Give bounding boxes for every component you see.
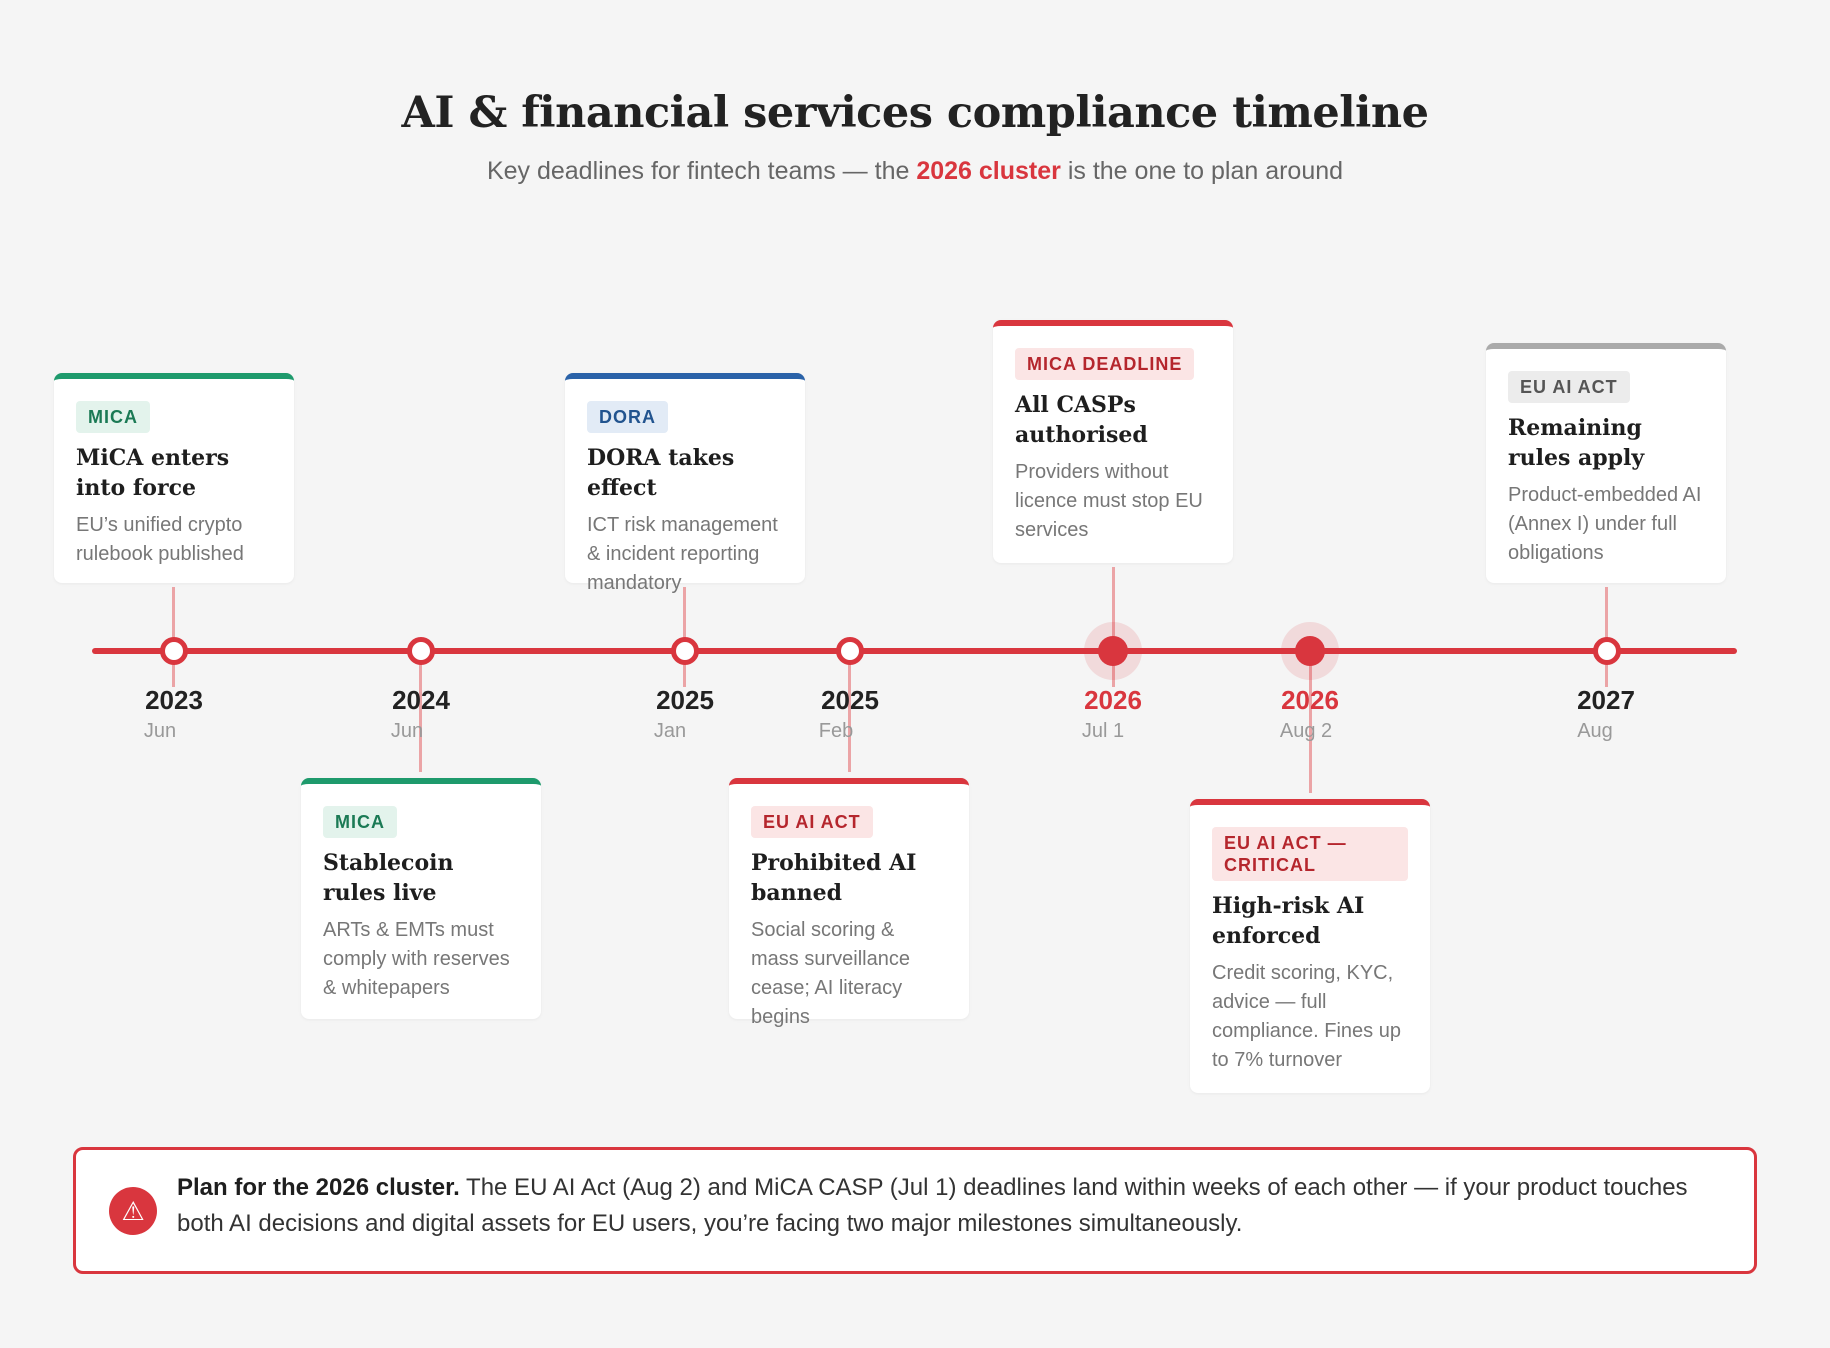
connector-2025-feb — [848, 650, 851, 772]
page-title: AI & financial services compliance timel… — [401, 88, 1429, 138]
warning-callout: ⚠ Plan for the 2026 cluster. The EU AI A… — [73, 1147, 1757, 1274]
year-label: 2023 — [145, 685, 203, 715]
month-label: Aug — [1577, 720, 1613, 742]
subtitle-prefix: Key deadlines for fintech teams — the — [486, 157, 917, 185]
month-label: Jan — [653, 720, 687, 742]
year-label: 2026 — [1084, 685, 1142, 715]
month-label: Jun — [143, 720, 177, 742]
category-tag: MICA — [76, 401, 150, 433]
subtitle-highlight: 2026 cluster — [916, 157, 1061, 185]
card-title: Prohibited AI banned — [751, 850, 917, 906]
year-label: 2024 — [392, 685, 450, 715]
year-label: 2025 — [821, 685, 879, 715]
category-tag: MICA — [323, 806, 397, 838]
card-title: MiCA enters into force — [76, 445, 230, 501]
card-title: High-risk AI enforced — [1212, 893, 1365, 949]
milestone-dot-2026-aug — [1295, 636, 1325, 666]
callout-body: The EU AI Act (Aug 2) and MiCA CASP (Jul… — [177, 1174, 1688, 1237]
card-description: Product-embedded AI (Annex I) under full… — [1508, 484, 1702, 564]
category-tag: EU AI ACT — CRITICAL — [1212, 827, 1408, 881]
card-description: ARTs & EMTs must comply with reserves & … — [323, 919, 510, 999]
page-subtitle: Key deadlines for fintech teams — the 20… — [0, 157, 1830, 186]
milestone-card-mica-2024: MICA Stablecoin rules live ARTs & EMTs m… — [301, 778, 541, 1019]
card-description: ICT risk management & incident reporting… — [587, 514, 778, 594]
card-description: Credit scoring, KYC, advice — full compl… — [1212, 962, 1401, 1071]
milestone-dot-2025-feb — [836, 637, 864, 665]
connector-2024 — [419, 650, 422, 772]
milestone-dot-2024 — [407, 637, 435, 665]
milestone-card-mica-2023: MICA MiCA enters into force EU’s unified… — [54, 373, 294, 583]
card-title: Stablecoin rules live — [323, 850, 454, 906]
category-tag: EU AI ACT — [1508, 371, 1630, 403]
category-tag: MICA DEADLINE — [1015, 348, 1195, 380]
card-description: Social scoring & mass surveillance cease… — [751, 919, 910, 1028]
month-label: Aug 2 — [1279, 720, 1333, 742]
connector-2026-aug — [1309, 650, 1312, 793]
year-label: 2026 — [1281, 685, 1339, 715]
callout-lead: Plan for the 2026 cluster. — [177, 1174, 460, 1201]
month-label: Jun — [390, 720, 424, 742]
month-label: Feb — [818, 720, 854, 742]
milestone-dot-2025-jan — [671, 637, 699, 665]
milestone-card-mica-deadline-2026: MICA DEADLINE All CASPs authorised Provi… — [993, 320, 1233, 563]
card-title: All CASPs authorised — [1015, 392, 1148, 448]
card-description: EU’s unified crypto rulebook published — [76, 514, 244, 565]
category-tag: EU AI ACT — [751, 806, 873, 838]
milestone-card-ai-act-critical-2026: EU AI ACT — CRITICAL High-risk AI enforc… — [1190, 799, 1430, 1093]
milestone-dot-2023 — [160, 637, 188, 665]
milestone-card-dora-2025: DORA DORA takes effect ICT risk manageme… — [565, 373, 805, 594]
month-label: Jul 1 — [1081, 720, 1125, 742]
category-tag: DORA — [587, 401, 668, 433]
callout-text: Plan for the 2026 cluster. The EU AI Act… — [177, 1170, 1727, 1242]
timeline-axis — [92, 648, 1737, 654]
card-description: Providers without licence must stop EU s… — [1015, 461, 1203, 541]
connector-2026-jul — [1112, 567, 1115, 687]
milestone-dot-2026-jul — [1098, 636, 1128, 666]
year-label: 2025 — [656, 685, 714, 715]
milestone-card-ai-act-2027: EU AI ACT Remaining rules apply Product-… — [1486, 343, 1726, 583]
year-label: 2027 — [1577, 685, 1635, 715]
milestone-card-ai-act-2025: EU AI ACT Prohibited AI banned Social sc… — [729, 778, 969, 1028]
subtitle-suffix: is the one to plan around — [1060, 157, 1344, 185]
warning-icon: ⚠ — [109, 1187, 157, 1235]
milestone-dot-2027 — [1593, 637, 1621, 665]
card-title: Remaining rules apply — [1508, 415, 1645, 471]
card-title: DORA takes effect — [587, 445, 735, 501]
